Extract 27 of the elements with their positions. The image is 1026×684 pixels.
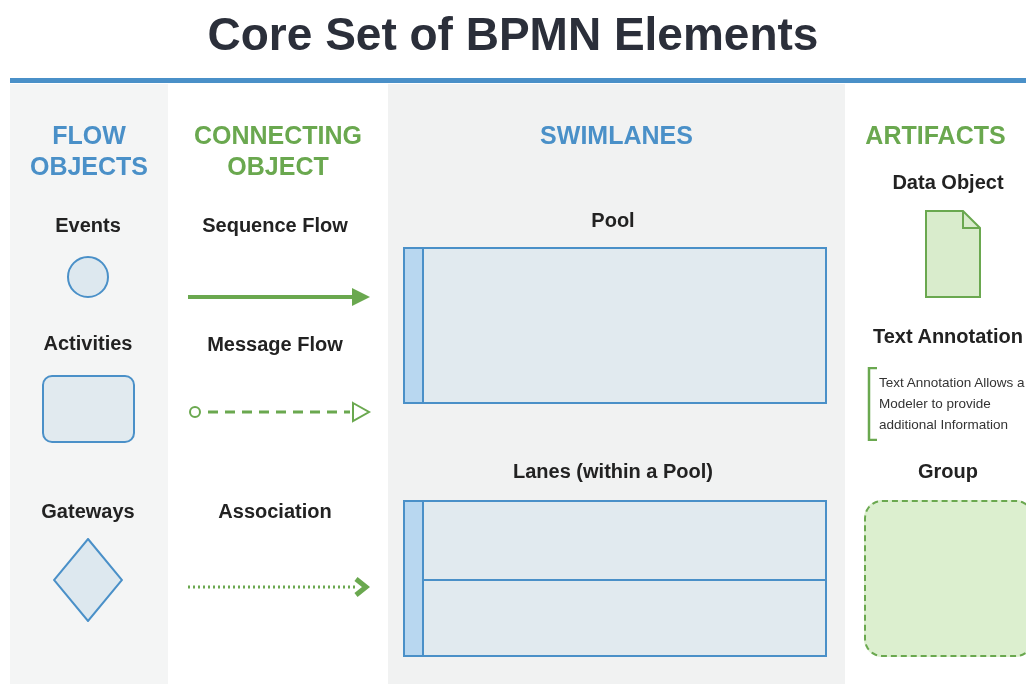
- pool-box: [403, 247, 827, 404]
- title: Core Set of BPMN Elements: [206, 7, 820, 62]
- element-caption: Pool: [591, 209, 635, 232]
- flow-label: Sequence Flow: [202, 214, 348, 237]
- column-heading: ARTIFACTS: [864, 120, 1007, 151]
- column-panel: [388, 84, 845, 684]
- activity-box: [42, 375, 135, 443]
- column-heading: FLOW OBJECTS: [28, 120, 150, 182]
- annotation-text: Text Annotation Allows a Modeler to provide additional Information: [879, 374, 1026, 434]
- lanes-box: [403, 500, 827, 657]
- data-object-document: [925, 210, 981, 298]
- flow-label: Association: [218, 500, 332, 523]
- element-caption: Events: [55, 214, 121, 237]
- element-caption: Gateways: [41, 500, 135, 523]
- column-panel: [10, 84, 168, 684]
- gateway-diamond: [53, 538, 123, 622]
- flow-label: Message Flow: [207, 333, 343, 356]
- column-heading: SWIMLANES: [539, 120, 694, 151]
- column-heading: CONNECTING OBJECT: [192, 120, 364, 182]
- element-caption: Data Object: [892, 171, 1004, 194]
- element-caption: Group: [918, 460, 978, 483]
- text-annotation: [867, 367, 1026, 441]
- element-caption: Text Annotation: [873, 325, 1023, 348]
- element-caption: Activities: [43, 332, 133, 355]
- event-circle: [67, 256, 109, 298]
- group-box: [864, 500, 1026, 657]
- element-caption: Lanes (within a Pool): [513, 460, 713, 483]
